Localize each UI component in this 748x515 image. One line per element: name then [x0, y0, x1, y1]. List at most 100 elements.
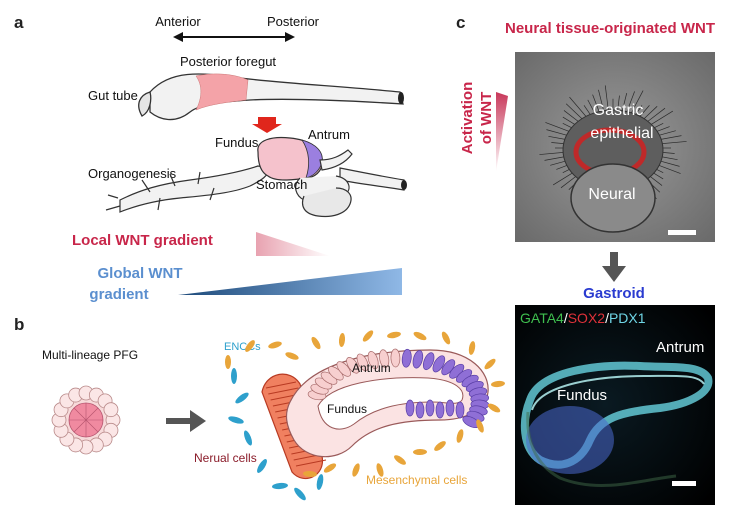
- fundus-cell: [346, 357, 360, 374]
- stain-sep-1: /: [564, 310, 568, 326]
- antrum-label-b: Antrum: [352, 361, 391, 375]
- antrum-cell: [405, 399, 415, 417]
- organoid-spike: [626, 91, 635, 113]
- gastroid-label: Gastroid: [583, 285, 645, 302]
- organoid-spike: [563, 110, 581, 124]
- neural-cell-stripe: [268, 387, 299, 395]
- stain-gata4: GATA4: [520, 310, 564, 326]
- organoid-spike: [569, 96, 588, 118]
- activation-label-1: Activation: [459, 82, 476, 155]
- mesenchymal-cell-icon: [303, 470, 317, 478]
- fl-fundus-label: Fundus: [557, 387, 607, 404]
- wnt-activation-gradient: [496, 92, 508, 172]
- fundus-cell: [379, 349, 390, 368]
- organoid-spike: [617, 95, 620, 111]
- axis-posterior-label: Posterior: [267, 14, 320, 29]
- antrum-cell: [455, 401, 465, 419]
- gut-tube-drawing: [138, 73, 404, 121]
- antrum-cell: [422, 352, 435, 371]
- mesenchymal-cell-icon: [456, 429, 464, 443]
- global-wnt-gradient: [178, 268, 402, 295]
- cell-decorations: [225, 330, 505, 501]
- organoid-spike: [587, 99, 596, 114]
- stomach-label: Stomach: [256, 177, 307, 192]
- global-wnt-label-1: Global WNT: [98, 265, 183, 282]
- encc-cell-icon: [235, 392, 249, 404]
- mesenchymal-cell-icon: [338, 333, 346, 347]
- mesenchymal-cell-icon: [394, 455, 406, 465]
- mesenchymal-cell-icon: [387, 331, 401, 339]
- mesenchymal-cell-icon: [491, 380, 505, 388]
- red-arrow-down-icon: [252, 117, 282, 133]
- neural-cell-stripe: [265, 381, 297, 389]
- organoid-spike: [630, 90, 644, 114]
- fl-scale-bar-icon: [672, 481, 696, 486]
- antrum-cell: [425, 399, 435, 417]
- mesenchymal-cell-icon: [476, 419, 484, 433]
- mesenchymal-cell-icon: [487, 403, 501, 413]
- antrum-cell: [432, 355, 446, 373]
- fundus-cell: [390, 348, 401, 368]
- mesenchymal-cell-icon: [352, 463, 360, 477]
- mesenchymal-cell-icon: [413, 331, 427, 341]
- encc-cell-icon: [316, 474, 324, 490]
- posterior-foregut-label: Posterior foregut: [180, 54, 276, 69]
- mesenchymal-cell-icon: [376, 463, 384, 477]
- panel-b-letter: b: [14, 315, 24, 334]
- panel-a-letter: a: [14, 13, 24, 32]
- mesenchymal-cell-icon: [441, 331, 451, 345]
- encc-cell-icon: [257, 459, 267, 473]
- grey-arrow-right-icon: [166, 410, 206, 432]
- axis-anterior-label: Anterior: [155, 14, 201, 29]
- fundus-cell: [336, 361, 351, 377]
- neural-label-c: Neural: [588, 186, 635, 203]
- organoid-micrograph: [515, 52, 715, 242]
- stain-sep-2: /: [605, 310, 609, 326]
- encc-cell-icon: [243, 430, 253, 446]
- mesenchymal-cell-icon: [434, 441, 446, 451]
- antrum-label-a: Antrum: [308, 127, 350, 142]
- organogenesis-label: Organogenesis: [88, 166, 177, 181]
- stain-pdx1: PDX1: [609, 310, 646, 326]
- gastric-label-2: epithelial: [590, 125, 653, 142]
- organoid-spike: [565, 103, 584, 121]
- panel-c-letter: c: [456, 13, 465, 32]
- enccs-label: ENCCs: [224, 341, 261, 353]
- mesenchymal-cell-icon: [413, 448, 427, 456]
- fundus-cell: [356, 353, 369, 372]
- local-wnt-gradient: [256, 232, 330, 256]
- fluorescence-micrograph: [515, 305, 715, 505]
- organoid-spike: [638, 105, 650, 118]
- fundus-label-a: Fundus: [215, 135, 259, 150]
- antrum-cell: [412, 350, 424, 369]
- double-arrow-icon: [173, 32, 295, 42]
- antrum-cell: [415, 401, 425, 419]
- scale-bar-icon: [668, 230, 696, 235]
- mesenchymal-cell-icon: [484, 358, 496, 370]
- neural-cells-label: Nerual cells: [194, 451, 257, 465]
- mesenchymal-cell-icon: [268, 341, 282, 349]
- stain-sox2: SOX2: [568, 310, 606, 326]
- encc-cell-icon: [272, 482, 288, 490]
- stomach-drawing: [105, 136, 407, 218]
- pfg-spheroid: [51, 385, 121, 455]
- encc-cell-icon: [228, 416, 244, 424]
- fl-antrum-label: Antrum: [656, 339, 704, 356]
- fundus-cell: [367, 351, 379, 370]
- gastroid-loop-drawing: [285, 348, 490, 458]
- organoid-spike: [642, 106, 658, 121]
- encc-cell-icon: [231, 368, 237, 384]
- mesenchymal-cell-icon: [225, 355, 231, 369]
- antrum-cell: [445, 399, 455, 417]
- organoid-spike: [621, 93, 628, 112]
- mesenchymal-cell-icon: [323, 463, 337, 473]
- panel-c-title: Neural tissue-originated WNT: [505, 20, 715, 37]
- gastric-label-1: Gastric: [593, 102, 644, 119]
- mesenchymal-cell-icon: [245, 340, 255, 352]
- pfg-cell: [103, 402, 119, 418]
- mesenchymal-cell-icon: [285, 352, 299, 360]
- gut-tube-label: Gut tube: [88, 88, 138, 103]
- multi-lineage-label: Multi-lineage PFG: [42, 348, 138, 362]
- mesenchymal-cell-icon: [311, 336, 321, 350]
